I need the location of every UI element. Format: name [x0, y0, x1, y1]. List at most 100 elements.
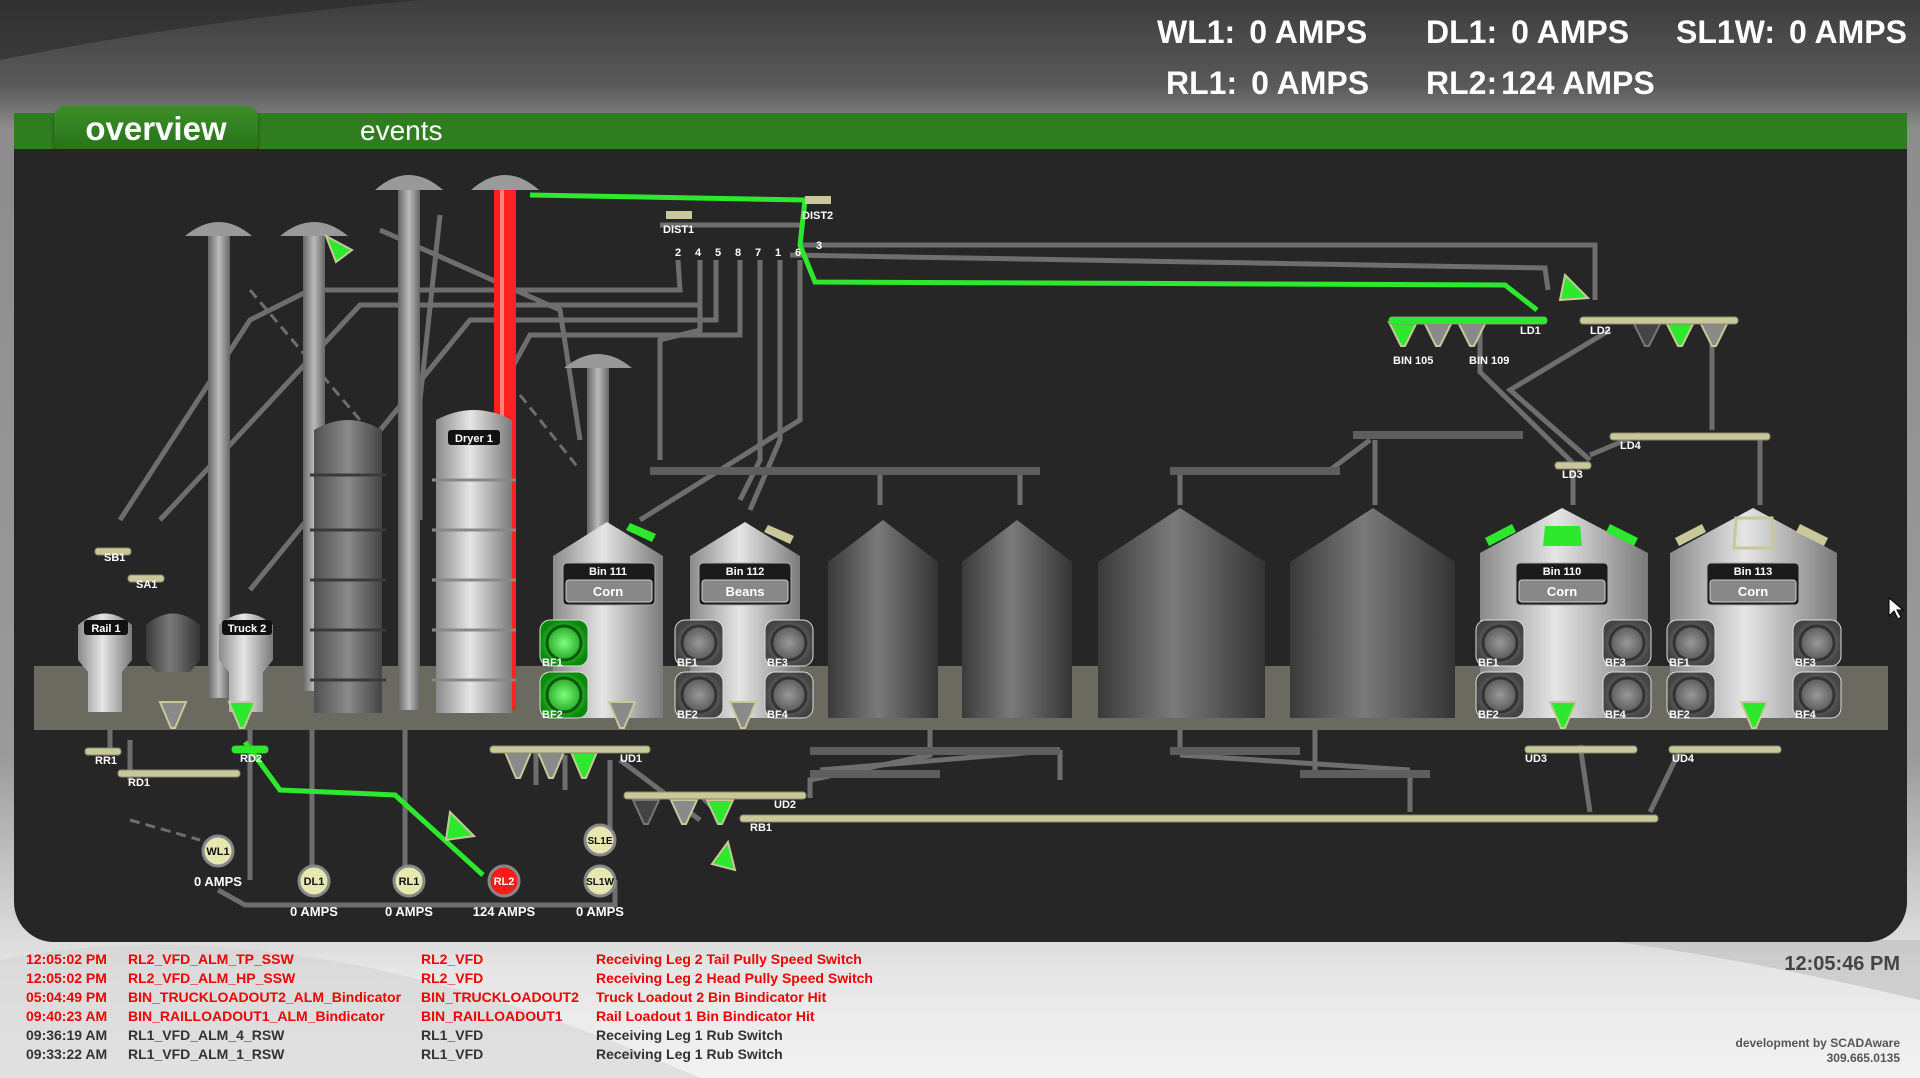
svg-text:124 AMPS: 124 AMPS	[473, 904, 536, 919]
motor-rl1[interactable]: RL1 0 AMPS	[385, 864, 433, 919]
svg-text:UD4: UD4	[1672, 753, 1695, 765]
bin-111[interactable]: Bin 111 Corn	[553, 522, 663, 718]
center-loadout	[146, 613, 200, 672]
motor-sl1w[interactable]: SL1W 0 AMPS	[576, 864, 624, 919]
dryer-1-label: Dryer 1	[455, 433, 493, 445]
rl1-amps-readout: RL1:0 AMPS	[1166, 65, 1370, 101]
svg-text:BF4: BF4	[1605, 709, 1627, 721]
svg-text:BF2: BF2	[1478, 709, 1499, 721]
svg-text:0 AMPS: 0 AMPS	[194, 874, 242, 889]
svg-text:BF3: BF3	[1795, 657, 1816, 669]
svg-text:4: 4	[695, 247, 702, 259]
svg-text:Rail 1: Rail 1	[91, 623, 120, 635]
svg-text:UD3: UD3	[1525, 753, 1547, 765]
svg-text:Corn: Corn	[593, 584, 623, 599]
motor-sl1e[interactable]: SL1E	[583, 823, 617, 857]
svg-text:RD1: RD1	[128, 777, 150, 789]
svg-text:BF2: BF2	[677, 709, 698, 721]
svg-text:UD1: UD1	[620, 753, 642, 765]
motor-rl2[interactable]: RL2 124 AMPS	[473, 864, 536, 919]
svg-text:LD3: LD3	[1562, 469, 1583, 481]
developer-credit: development by SCADAware 309.665.0135	[1736, 1036, 1901, 1066]
credit-line-2: 309.665.0135	[1826, 1051, 1900, 1065]
svg-text:LD2: LD2	[1590, 325, 1611, 337]
svg-text:Corn: Corn	[1547, 584, 1577, 599]
svg-text:SA1: SA1	[136, 579, 157, 591]
process-diagram: Dryer 1 Rail 1 Truck 2 Bin 111 Corn Bin …	[34, 175, 1905, 919]
bin-110[interactable]: Bin 110 Corn	[1480, 508, 1648, 718]
svg-text:SB1: SB1	[104, 552, 125, 564]
svg-text:DIST1: DIST1	[663, 224, 694, 236]
motor-dl1[interactable]: DL1 0 AMPS	[290, 864, 338, 919]
svg-text:BF1: BF1	[677, 657, 698, 669]
distributor-1[interactable]: DIST1	[663, 211, 694, 236]
svg-text:BF4: BF4	[767, 709, 789, 721]
svg-text:RD2: RD2	[240, 753, 262, 765]
motor-wl1[interactable]: WL1 0 AMPS	[194, 834, 242, 889]
svg-text:1: 1	[775, 247, 781, 259]
svg-text:BF2: BF2	[542, 709, 563, 721]
hopper-valves[interactable]	[158, 321, 1769, 825]
svg-text:WL1: WL1	[206, 846, 229, 858]
ld1-active-conveyor	[1389, 317, 1547, 324]
storage-bin-dark-1	[828, 520, 938, 718]
svg-text:BF4: BF4	[1795, 709, 1817, 721]
svg-text:BIN 105: BIN 105	[1393, 355, 1433, 367]
svg-text:DIST2: DIST2	[802, 210, 833, 222]
bin-111-vent	[626, 523, 656, 542]
storage-bin-dark-4	[1290, 508, 1455, 718]
equipment-labels: LD1 LD2 LD3 LD4 BIN 105 BIN 109 SB1 SA1 …	[95, 325, 1695, 834]
svg-text:BF1: BF1	[542, 657, 563, 669]
bin-110-vents	[1485, 524, 1638, 546]
svg-text:BF3: BF3	[767, 657, 788, 669]
svg-text:RR1: RR1	[95, 755, 117, 767]
overview-panel: Dryer 1 Rail 1 Truck 2 Bin 111 Corn Bin …	[14, 149, 1907, 942]
mouse-cursor-icon	[1888, 596, 1905, 620]
svg-text:BF3: BF3	[1605, 657, 1626, 669]
aeration-fans[interactable]	[539, 619, 1842, 719]
svg-text:Beans: Beans	[725, 584, 764, 599]
svg-text:3: 3	[816, 240, 822, 252]
rd2-active-conveyor	[232, 746, 268, 753]
distributor-2[interactable]: DIST2	[802, 196, 833, 222]
rail-loadout-1: Rail 1	[78, 613, 132, 712]
sl1w-amps-readout: SL1W:0 AMPS	[1676, 14, 1907, 50]
bin-113-vents	[1675, 516, 1828, 550]
tab-events[interactable]: events	[360, 115, 443, 146]
svg-text:UD2: UD2	[774, 799, 796, 811]
svg-text:DL1: DL1	[304, 876, 325, 888]
active-flow-path	[242, 192, 1539, 877]
svg-text:Bin 110: Bin 110	[1543, 566, 1582, 578]
diverter-valves[interactable]	[324, 233, 1591, 872]
bin-112-vent	[764, 525, 794, 544]
dryer-1: Dryer 1	[432, 410, 516, 713]
svg-text:2: 2	[675, 247, 681, 259]
svg-text:LD1: LD1	[1520, 325, 1541, 337]
svg-text:0 AMPS: 0 AMPS	[576, 904, 624, 919]
svg-text:Bin 113: Bin 113	[1734, 566, 1773, 578]
svg-text:Bin 112: Bin 112	[726, 566, 765, 578]
storage-bin-dark-2	[962, 520, 1072, 718]
svg-text:Corn: Corn	[1738, 584, 1768, 599]
svg-text:0 AMPS: 0 AMPS	[385, 904, 433, 919]
bin-113[interactable]: Bin 113 Corn	[1670, 508, 1837, 718]
rl2-amps-readout: RL2:124 AMPS	[1426, 65, 1655, 101]
svg-text:RL1: RL1	[399, 876, 420, 888]
svg-text:LD4: LD4	[1620, 440, 1642, 452]
svg-text:Bin 111: Bin 111	[589, 566, 627, 578]
svg-text:BF2: BF2	[1669, 709, 1690, 721]
truck-loadout-2: Truck 2	[219, 613, 273, 712]
svg-text:5: 5	[715, 247, 721, 259]
tab-overview[interactable]: overview	[54, 106, 258, 154]
svg-text:BF1: BF1	[1478, 657, 1499, 669]
bin-112[interactable]: Bin 112 Beans	[690, 522, 800, 718]
svg-text:0 AMPS: 0 AMPS	[290, 904, 338, 919]
